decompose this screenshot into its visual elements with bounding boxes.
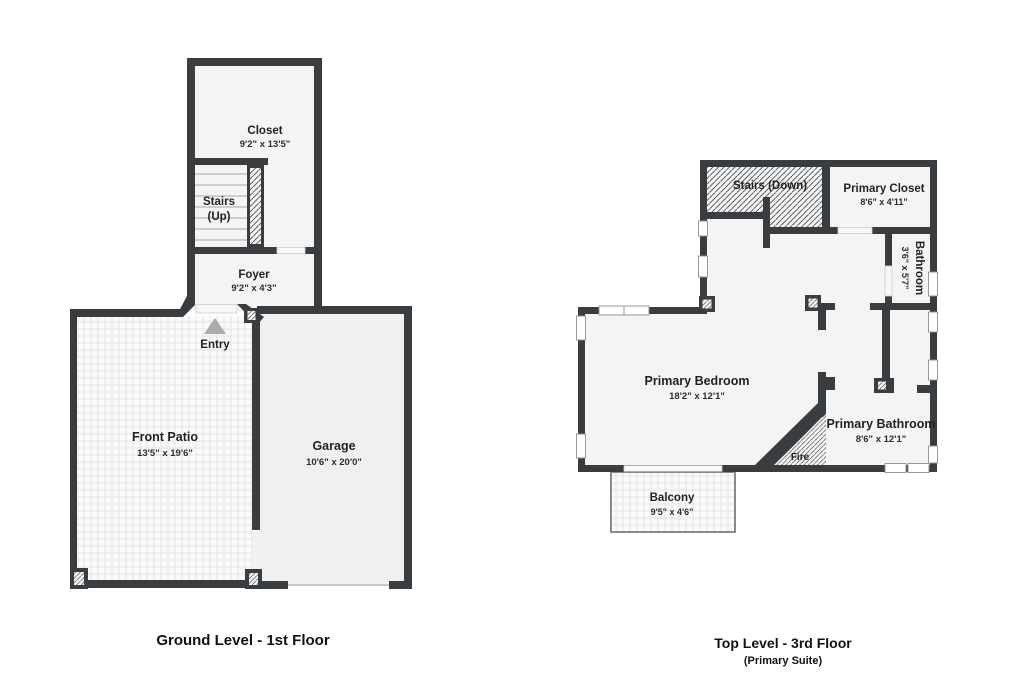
bathroom-dims: 3'6" x 5'7" [900,247,910,290]
primary-bathroom-dims: 8'6" x 12'1" [856,434,907,445]
top-plan-title: Top Level - 3rd Floor [714,635,852,651]
ground-labels: Closet 9'2" x 13'5" Stairs (Up) Foyer 9'… [132,125,362,649]
front-patio-dims: 13'5" x 19'6" [137,448,193,459]
plan-top-level: Stairs (Down) Primary Closet 8'6" x 4'11… [576,160,938,667]
top-plan-subtitle: (Primary Suite) [744,655,823,667]
ground-plan-title: Ground Level - 1st Floor [156,632,330,649]
foyer-label: Foyer [238,269,270,281]
balcony-dims: 9'5" x 4'6" [651,507,694,517]
balcony-label: Balcony [650,492,695,504]
garage-label: Garage [312,439,355,453]
closet-label: Closet [247,125,282,137]
room-front-patio-area [77,316,253,582]
top-labels: Stairs (Down) Primary Closet 8'6" x 4'11… [645,180,936,667]
entry-arrow-icon [204,318,226,334]
primary-bathroom-label: Primary Bathroom [826,417,935,431]
stairs-up-label-2: (Up) [208,211,231,223]
primary-closet-dims: 8'6" x 4'11" [860,197,907,207]
bathroom-label: Bathroom [913,241,925,295]
primary-closet-label: Primary Closet [843,183,924,195]
fire-label: Fire [791,452,810,463]
entry-label: Entry [200,339,230,351]
balcony-slider-opening [623,465,723,472]
room-balcony-area [610,471,736,533]
stairs-up-label: Stairs [203,196,235,208]
garage-dims: 10'6" x 20'0" [306,457,362,468]
stair-treads-up [195,173,247,241]
front-patio-label: Front Patio [132,430,198,444]
top-corner-posts [699,295,894,393]
primary-bedroom-dims: 18'2" x 12'1" [669,391,725,402]
top-windows [576,220,938,473]
room-primary-bedroom-area [585,314,930,465]
room-garage-area [259,313,405,584]
fireplace-hatch [774,414,826,465]
closet-dims: 9'2" x 13'5" [240,139,291,150]
plan-ground-level: Closet 9'2" x 13'5" Stairs (Up) Foyer 9'… [70,58,412,649]
ground-corner-posts [70,308,262,589]
top-openings [623,227,893,472]
stairs-down-label: Stairs (Down) [733,180,807,192]
ground-openings [195,247,389,586]
primary-bedroom-label: Primary Bedroom [645,374,750,388]
foyer-dims: 9'2" x 4'3" [231,283,276,294]
stair-wall-hatch [250,168,261,244]
